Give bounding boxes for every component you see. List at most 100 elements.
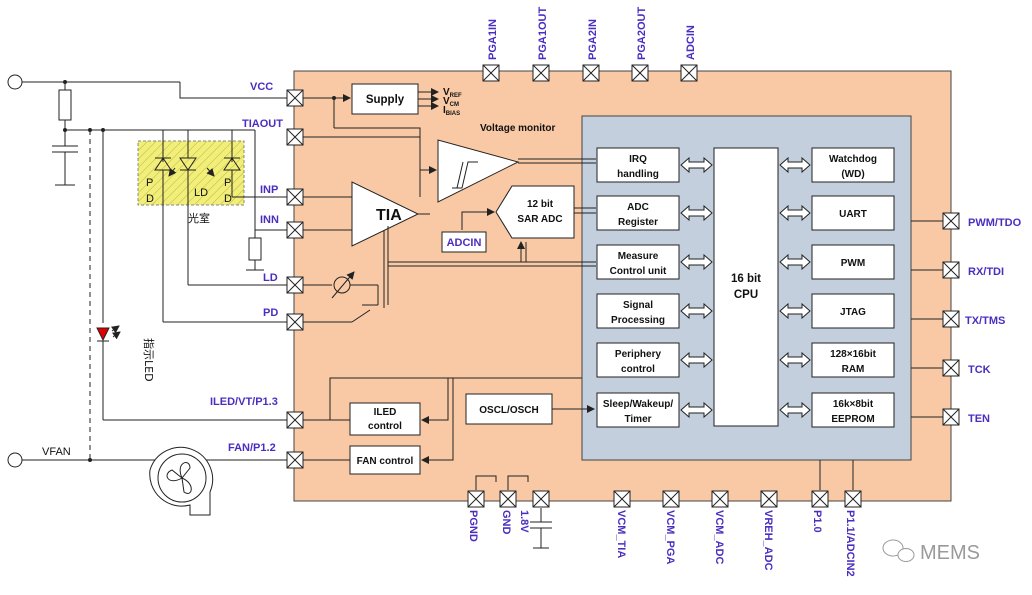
pin-label-vcc: VCC xyxy=(250,81,273,93)
svg-text:D: D xyxy=(224,193,232,205)
svg-text:16k×8bit: 16k×8bit xyxy=(833,399,874,410)
svg-text:VCM: VCM xyxy=(443,96,459,108)
digital-left-block-5: Sleep/Wakeup/Timer xyxy=(596,392,680,428)
pin-top-1 xyxy=(532,64,550,82)
pin-label-pwm-tdo: PWM/TDO xyxy=(968,217,1022,229)
svg-text:P: P xyxy=(146,177,153,189)
pin-label-adcin: ADCIN xyxy=(685,25,697,60)
pin-label-vcm-tia: VCM_TIA xyxy=(615,510,627,558)
pin-label-inp: INP xyxy=(260,184,278,196)
svg-text:P: P xyxy=(224,177,231,189)
bottom-external xyxy=(475,475,552,549)
bus-arrow xyxy=(779,302,811,320)
pin-label-iled: ILED/VT/P1.3 xyxy=(210,396,278,408)
svg-text:Watchdog: Watchdog xyxy=(829,154,877,165)
watermark-text: MEMS xyxy=(920,542,980,564)
svg-text:IBIAS: IBIAS xyxy=(443,105,460,117)
pin-right-4 xyxy=(942,408,960,426)
svg-text:ILED: ILED xyxy=(374,407,397,418)
pin-label-pgnd: PGND xyxy=(467,510,479,542)
svg-text:Timer: Timer xyxy=(624,414,651,425)
svg-text:EEPROM: EEPROM xyxy=(831,414,874,425)
svg-text:CPU: CPU xyxy=(734,289,758,301)
pin-bottom-2 xyxy=(532,490,550,508)
pin-label-rx-tdi: RX/TDI xyxy=(968,266,1004,278)
external-circuit: 指示LED 光室 P D LD P D VFAN xyxy=(7,74,288,516)
tia-amplifier xyxy=(351,181,420,247)
pin-label-p1-1-adcin2: P1.1/ADCIN2 xyxy=(844,510,856,577)
voltage-monitor-comparator xyxy=(437,139,520,203)
pin-right-3 xyxy=(942,359,960,377)
pin-left-7 xyxy=(286,451,304,469)
pin-label-pga2out: PGA2OUT xyxy=(636,7,648,60)
pin-label-pd: PD xyxy=(263,307,278,319)
svg-text:D: D xyxy=(146,193,154,205)
bus-arrow xyxy=(680,401,713,419)
svg-text:Control unit: Control unit xyxy=(610,266,667,277)
svg-text:Sleep/Wakeup/: Sleep/Wakeup/ xyxy=(603,399,673,410)
svg-text:control: control xyxy=(621,364,655,375)
svg-text:128×16bit: 128×16bit xyxy=(830,349,877,360)
bus-arrow xyxy=(779,204,811,222)
svg-text:(WD): (WD) xyxy=(841,169,864,180)
bus-arrow xyxy=(680,253,713,271)
pin-right-1 xyxy=(942,261,960,279)
wechat-icon xyxy=(882,539,915,562)
pin-right-0 xyxy=(942,212,960,230)
pin-bottom-3 xyxy=(613,490,631,508)
digital-right-block-1: UART xyxy=(811,195,895,231)
bus-arrow xyxy=(680,351,713,369)
pin-label-p1-0: P1.0 xyxy=(811,510,823,533)
svg-text:ADCIN: ADCIN xyxy=(447,237,482,249)
left-pins: VCC TIAOUT INP INN LD PD ILED/VT/P1.3 FA… xyxy=(210,81,283,454)
analog-section: Supply VREF VCM IBIAS Voltage monitor 12… xyxy=(303,83,596,475)
pin-label-vcm-adc: VCM_ADC xyxy=(713,510,725,564)
sar-adc-block xyxy=(495,185,575,239)
svg-text:VREF: VREF xyxy=(443,87,462,99)
svg-text:Signal: Signal xyxy=(623,300,653,311)
svg-text:16 bit: 16 bit xyxy=(731,273,761,285)
optical-chamber xyxy=(137,140,245,206)
pin-bottom-6 xyxy=(760,490,778,508)
fan-control-block xyxy=(349,445,421,475)
svg-text:FAN control: FAN control xyxy=(357,456,414,467)
resistor-r1 xyxy=(58,89,72,121)
svg-text:RAM: RAM xyxy=(842,364,865,375)
pin-label-inn: INN xyxy=(260,214,279,226)
pin-top-4 xyxy=(680,64,698,82)
bus-arrow xyxy=(779,351,811,369)
pin-bottom-1 xyxy=(499,490,517,508)
cpu-block xyxy=(713,147,779,427)
digital-right-block-3: JTAG xyxy=(811,293,895,329)
pin-left-1 xyxy=(286,128,304,146)
pin-label-fan: FAN/P1.2 xyxy=(228,442,276,454)
pin-label-ld: LD xyxy=(263,272,278,284)
adcin-inner-box xyxy=(441,231,487,253)
indicator-led-label: 指示LED xyxy=(142,338,156,382)
pin-bottom-7 xyxy=(811,490,829,508)
pin-bottom-5 xyxy=(711,490,729,508)
bottom-pin-labels: PGND GND 1.8V VCM_TIA VCM_PGA VCM_ADC VR… xyxy=(467,510,856,577)
top-pin-labels: PGA1IN PGA1OUT PGA2IN PGA2OUT ADCIN xyxy=(487,7,697,60)
digital-right-block-2: PWM xyxy=(811,244,895,280)
pin-left-5 xyxy=(286,313,304,331)
pin-label-ten: TEN xyxy=(968,413,990,425)
resistor-inn xyxy=(248,237,262,261)
bus-arrow xyxy=(680,302,713,320)
svg-text:Measure: Measure xyxy=(618,251,659,262)
pin-label-gnd: GND xyxy=(500,510,512,535)
pin-label-tck: TCK xyxy=(968,364,991,376)
indicator-led-icon xyxy=(96,327,110,342)
svg-text:12 bit: 12 bit xyxy=(527,199,554,210)
pin-label-tiaout: TIAOUT xyxy=(242,118,283,130)
svg-text:LD: LD xyxy=(194,187,208,199)
svg-text:ADC: ADC xyxy=(627,202,649,213)
pin-left-0 xyxy=(286,89,304,107)
bus-arrow xyxy=(680,204,713,222)
